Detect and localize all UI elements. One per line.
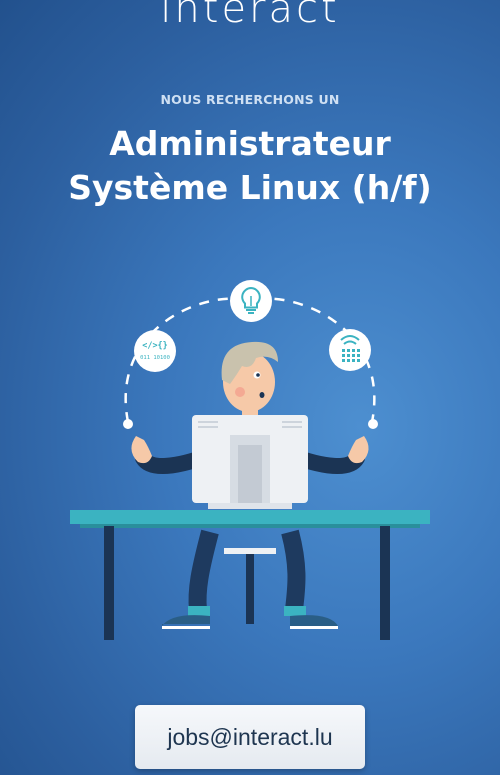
lightbulb-icon [230, 280, 272, 322]
developer-head [221, 341, 278, 418]
code-icon: </>{} 011 10100 [134, 330, 176, 372]
job-eyebrow: NOUS RECHERCHONS UN [160, 92, 340, 107]
code-icon-binary: 011 10100 [140, 355, 170, 361]
left-juggle-ball [123, 419, 133, 429]
right-juggle-ball [368, 419, 378, 429]
job-title-line-2: Système Linux (h/f) [68, 168, 432, 207]
desk [70, 510, 430, 640]
interact-logo: interact [160, 0, 340, 32]
code-icon-symbols: </>{} [142, 341, 168, 351]
wifi-icon [329, 329, 371, 371]
job-title: Administrateur Système Linux (h/f) [0, 122, 500, 210]
legs-and-chair [162, 529, 338, 629]
juggling-developer-illustration: </>{} 011 10100 [70, 280, 430, 640]
monitor [192, 415, 308, 509]
job-title-line-1: Administrateur [109, 124, 391, 163]
contact-email-button[interactable]: jobs@interact.lu [135, 705, 365, 769]
